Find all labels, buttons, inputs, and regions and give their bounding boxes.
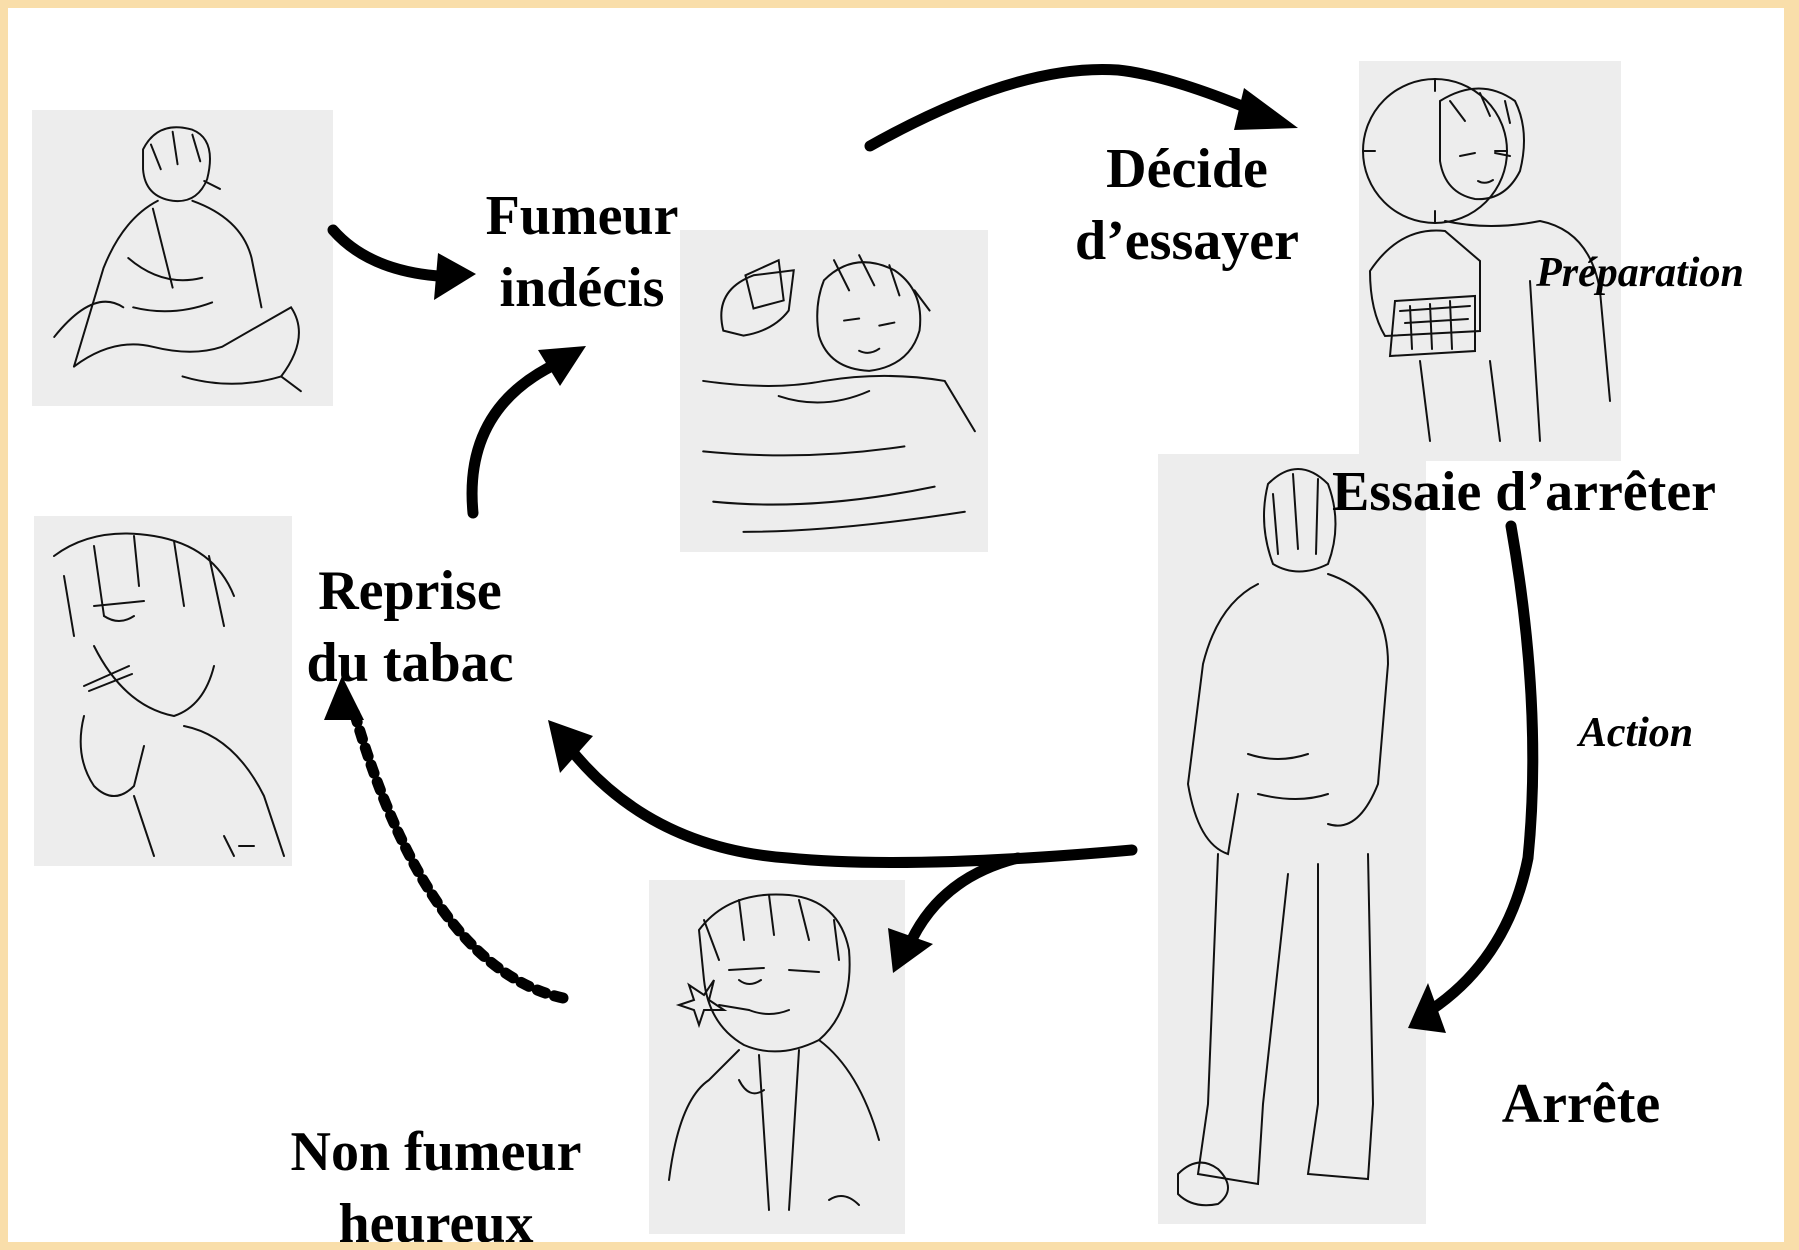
diagram-canvas: Fumeur indécis Décide d’essayer Préparat… (8, 8, 1784, 1242)
arrowhead-relapse-to-undecided (538, 346, 586, 386)
label-relapse-line2: du tabac (290, 627, 530, 699)
standing-man-sketch (1158, 454, 1426, 1224)
label-decides-to-try-line1: Décide (1062, 133, 1312, 205)
label-undecided-smoker-line2: indécis (466, 252, 698, 324)
label-decides-to-try: Décide d’essayer (1062, 133, 1312, 277)
relapsed-smoker-sketch (34, 516, 292, 866)
arrow-non-smoker-to-relapse (353, 708, 563, 998)
label-happy-non-smoker-line2: heureux (266, 1188, 606, 1242)
label-tries-to-stop: Essaie d’arrêter (1304, 456, 1744, 528)
label-decides-to-try-line2: d’essayer (1062, 205, 1312, 277)
arrow-relapse-to-undecided (472, 363, 558, 513)
arrow-to-stops (1431, 526, 1533, 1010)
label-relapse-line1: Reprise (290, 555, 530, 627)
arrow-to-undecided (333, 230, 438, 276)
label-relapse: Reprise du tabac (290, 555, 530, 699)
arrow-to-non-smoker (908, 858, 1018, 948)
lying-smoker-sketch (680, 230, 988, 552)
label-undecided-smoker-line1: Fumeur (466, 180, 698, 252)
arrowhead-decide (1234, 88, 1298, 130)
label-preparation: Préparation (1510, 248, 1770, 298)
label-undecided-smoker: Fumeur indécis (466, 180, 698, 324)
arrowhead-relapse (548, 720, 593, 773)
sitting-smoker-sketch (32, 110, 333, 406)
label-preparation-text: Préparation (1536, 250, 1744, 296)
label-happy-non-smoker: Non fumeur heureux (266, 1116, 606, 1242)
label-happy-non-smoker-line1: Non fumeur (266, 1116, 606, 1188)
label-stops-text: Arrête (1502, 1073, 1661, 1135)
label-stops: Arrête (1476, 1068, 1686, 1140)
label-action-text: Action (1579, 710, 1693, 756)
arrow-to-relapse (568, 746, 1132, 863)
happy-non-smoker-sketch (649, 880, 905, 1234)
label-tries-to-stop-text: Essaie d’arrêter (1332, 461, 1716, 523)
label-action: Action (1556, 708, 1716, 758)
